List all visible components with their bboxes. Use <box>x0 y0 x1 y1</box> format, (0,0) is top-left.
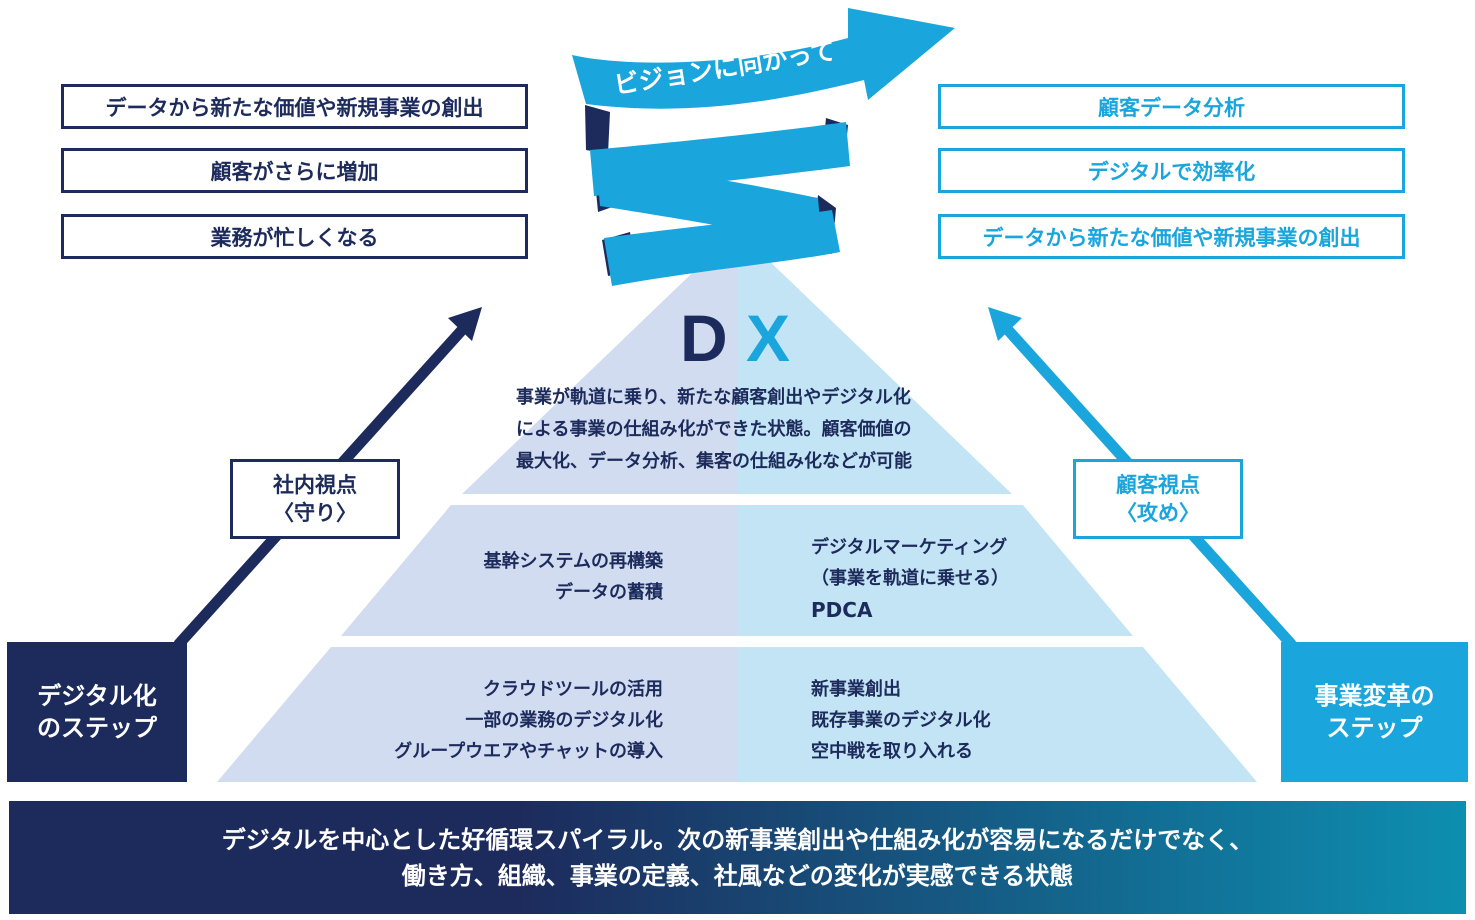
footer-line-1: デジタルを中心とした好循環スパイラル。次の新事業創出や仕組み化が容易になるだけで… <box>221 825 1254 854</box>
customer-view-line-1: 顧客視点 <box>1116 472 1200 497</box>
internal-view-label: 社内視点 〈守り〉 <box>230 459 400 539</box>
dx-description-line-1: 事業が軌道に乗り、新たな顧客創出やデジタル化 <box>516 387 911 408</box>
business-step-line-2: ステップ <box>1326 714 1423 742</box>
middle-right-line-3: PDCA <box>811 598 873 622</box>
internal-view-line-2: 〈守り〉 <box>273 501 357 525</box>
internal-view-line-1: 社内視点 <box>273 472 357 497</box>
digital-step-line-1: デジタル化 <box>37 681 157 710</box>
left-result-box-3: 業務が忙しくなる <box>61 214 528 259</box>
customer-view-label: 顧客視点 〈攻め〉 <box>1073 459 1243 539</box>
right-result-box-3: データから新たな価値や新規事業の創出 <box>938 214 1405 259</box>
pyramid-bottom-left <box>217 647 737 782</box>
bottom-left-line-3: グループウエアやチャットの導入 <box>394 741 663 762</box>
right-result-box-2: デジタルで効率化 <box>938 148 1405 193</box>
middle-right-line-1: デジタルマーケティング <box>811 537 1008 558</box>
left-result-box-1: データから新たな価値や新規事業の創出 <box>61 84 528 129</box>
digital-step-line-2: のステップ <box>37 714 157 742</box>
business-step-block: 事業変革の ステップ <box>1281 642 1468 782</box>
pyramid-middle-right <box>737 505 1133 636</box>
footer-banner: デジタルを中心とした好循環スパイラル。次の新事業創出や仕組み化が容易になるだけで… <box>9 801 1466 914</box>
customer-arrow-head <box>988 307 1022 341</box>
footer-line-2: 働き方、組織、事業の定義、社風などの変化が実感できる状態 <box>401 861 1074 890</box>
bottom-right-line-1: 新事業創出 <box>811 679 901 700</box>
left-result-box-2: 顧客がさらに増加 <box>61 148 528 193</box>
middle-left-line-2: データの蓄積 <box>555 582 663 603</box>
business-step-line-1: 事業変革の <box>1314 681 1435 710</box>
dx-description-line-2: による事業の仕組み化ができた状態。顧客価値の <box>516 419 912 440</box>
dx-description-line-3: 最大化、データ分析、集客の仕組み化などが可能 <box>516 451 912 472</box>
pyramid-bottom-right <box>737 647 1257 782</box>
bottom-left-line-2: 一部の業務のデジタル化 <box>465 710 663 731</box>
middle-right-line-2: （事業を軌道に乗せる） <box>811 568 1009 589</box>
middle-left-line-1: 基幹システムの再構築 <box>483 551 663 572</box>
dx-letter-x: X <box>746 301 791 375</box>
digital-step-block: デジタル化 のステップ <box>7 642 187 782</box>
pyramid-top-left <box>462 230 737 494</box>
right-result-box-1: 顧客データ分析 <box>938 84 1405 129</box>
spiral-ribbon <box>572 8 955 286</box>
bottom-right-line-2: 既存事業のデジタル化 <box>811 710 991 731</box>
pyramid-middle-left <box>341 505 737 636</box>
pyramid-top-right <box>737 230 1012 494</box>
bottom-left-line-1: クラウドツールの活用 <box>483 679 663 700</box>
dx-letter-d: D <box>680 301 728 375</box>
bottom-right-line-3: 空中戦を取り入れる <box>811 741 973 762</box>
internal-arrow-head <box>448 307 482 341</box>
customer-view-line-2: 〈攻め〉 <box>1116 501 1200 525</box>
